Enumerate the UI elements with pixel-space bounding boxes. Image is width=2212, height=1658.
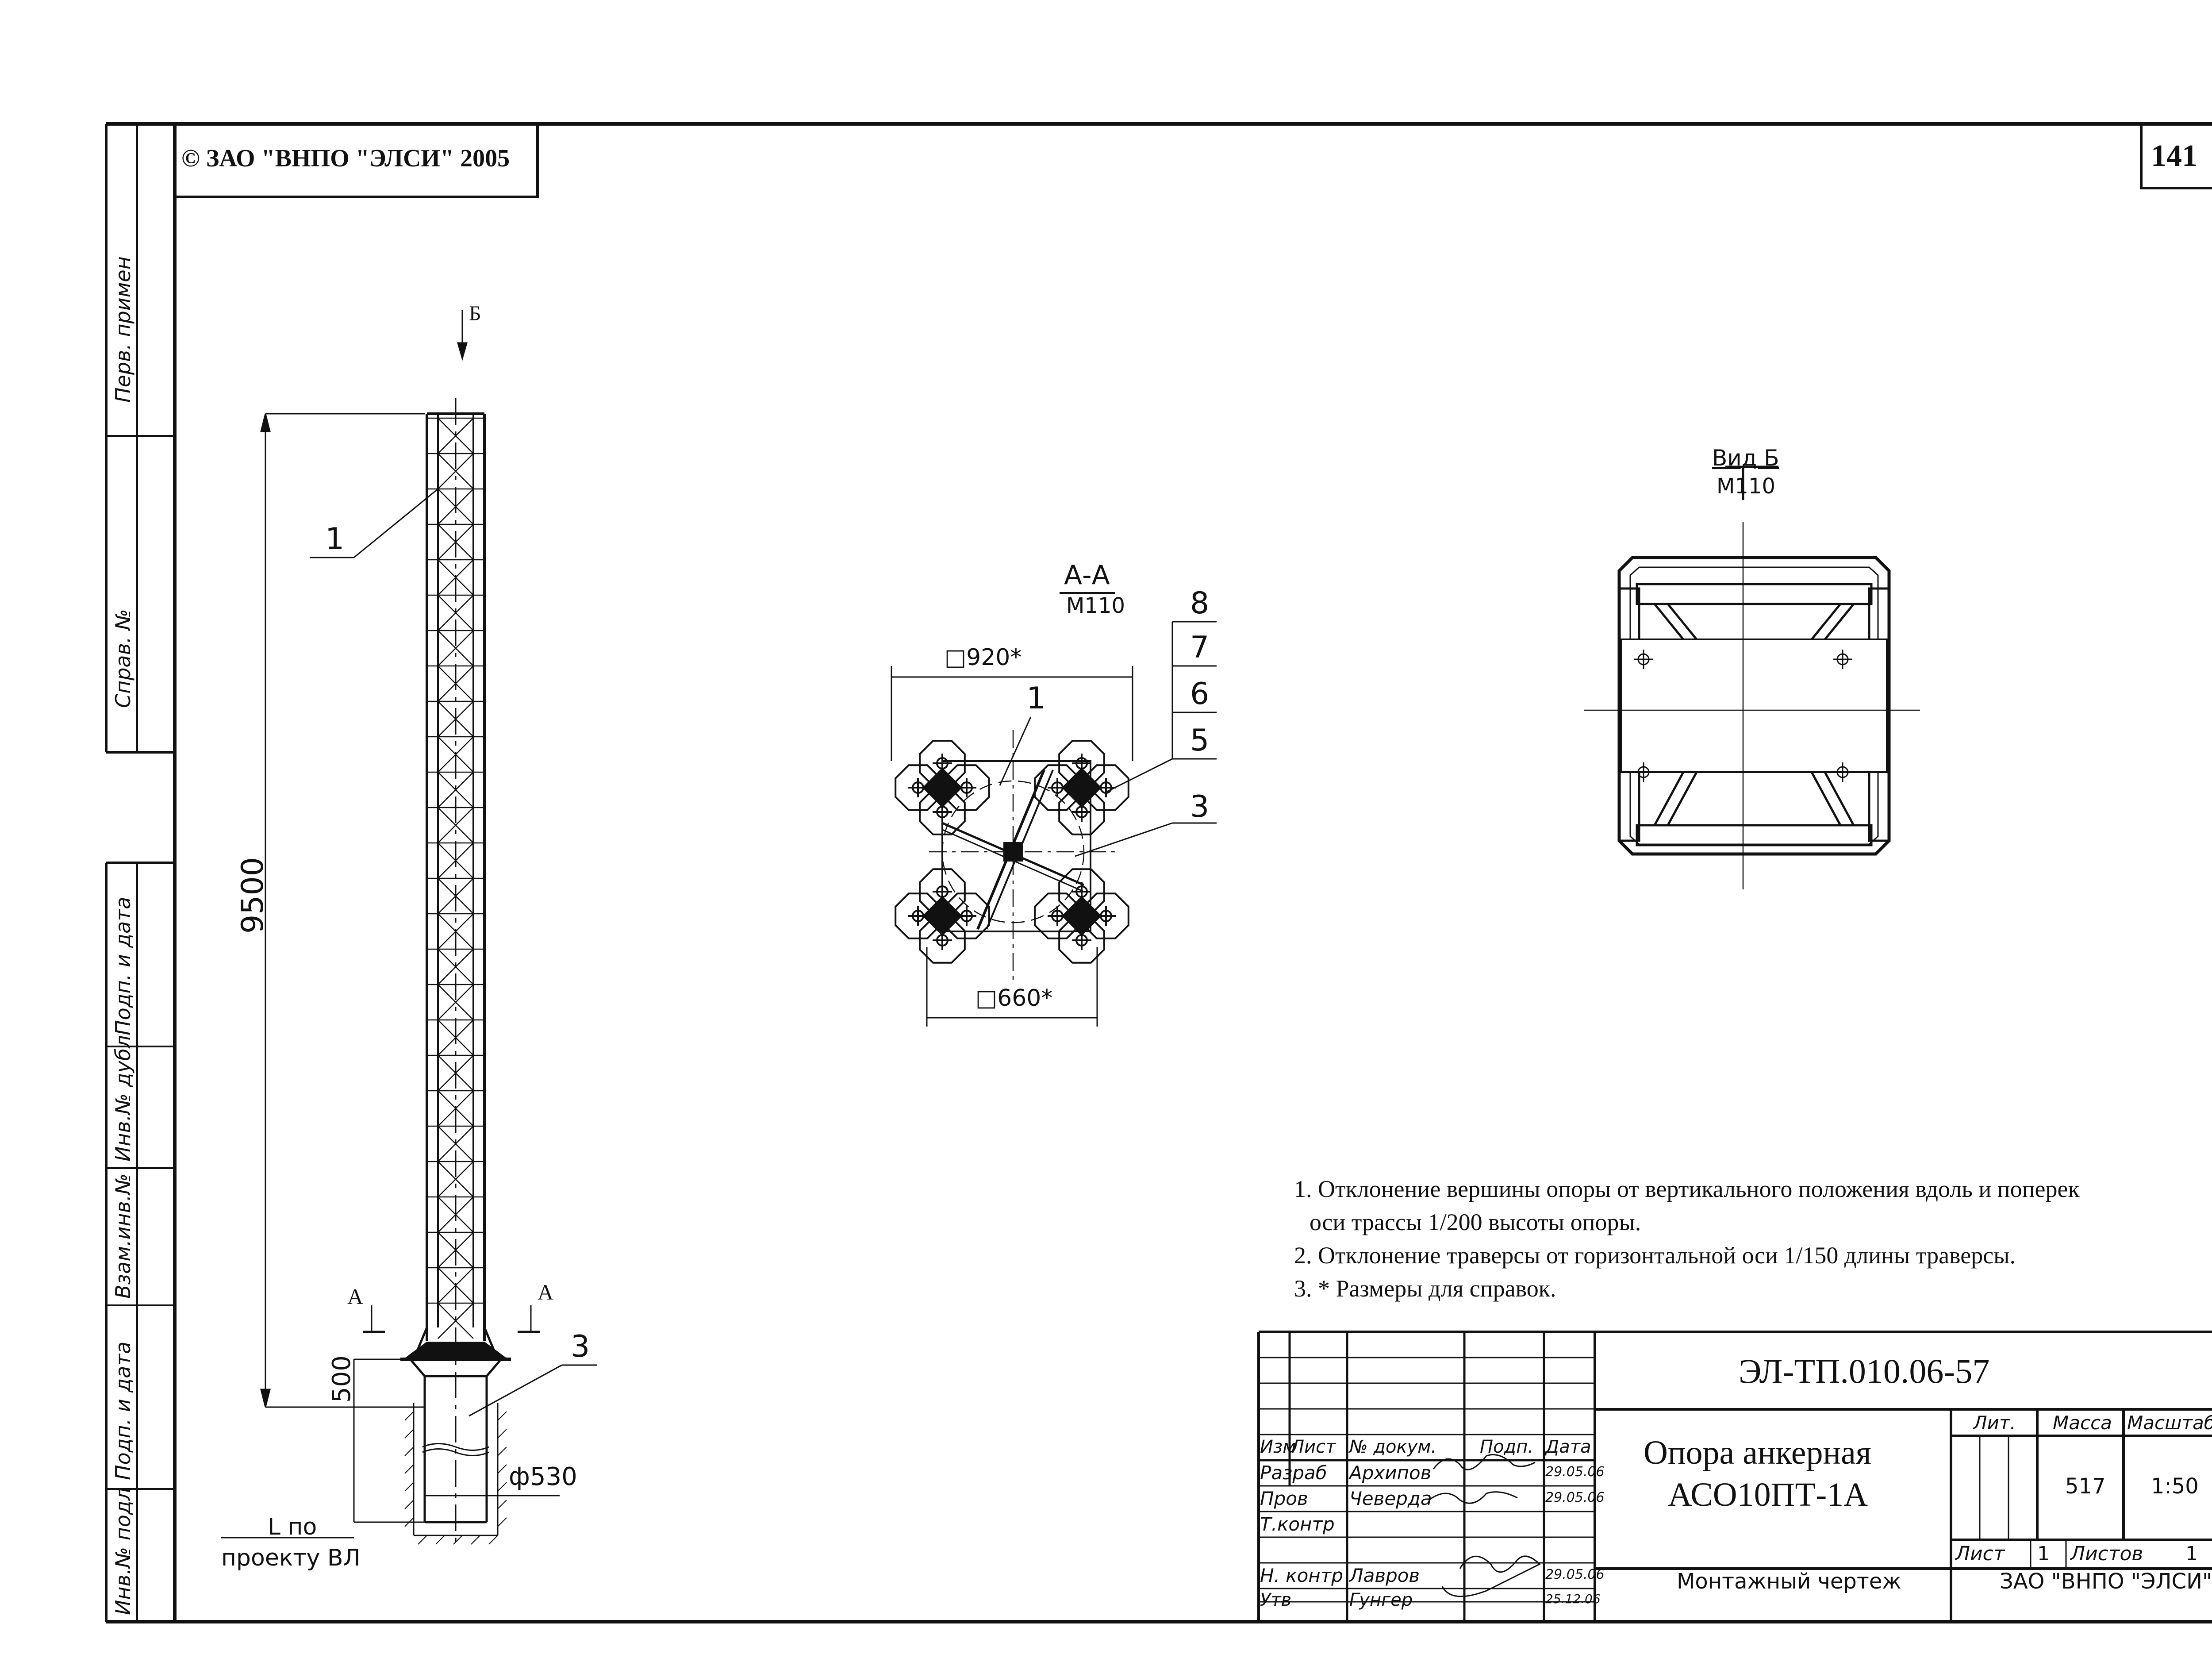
name-prov: Чеверда	[1349, 1488, 1432, 1509]
name-razrab: Архипов	[1349, 1462, 1432, 1484]
name-utv: Гунгер	[1349, 1590, 1413, 1610]
section-aa-callout-6: 6	[1190, 677, 1210, 712]
role-tkontr: Т.контр	[1260, 1513, 1335, 1535]
note-3: 3. * Размеры для справок.	[1294, 1275, 1556, 1302]
mass-value: 517	[2065, 1474, 2106, 1499]
section-aa-callout-1: 1	[1026, 681, 1046, 716]
title-line-2: АСО10ПТ-1А	[1668, 1476, 1868, 1513]
date-razrab: 29.05.06	[1545, 1464, 1605, 1480]
company: ЗАО "ВНПО "ЭЛСИ"	[2000, 1569, 2212, 1594]
head-doc: № докум.	[1349, 1437, 1437, 1457]
page-number: 141	[2151, 139, 2197, 173]
depth-label-1: L по	[268, 1514, 317, 1540]
sheets-value: 1	[2185, 1543, 2198, 1565]
section-aa-scale: М110	[1066, 593, 1125, 618]
date-nkontr: 29.05.06	[1545, 1567, 1605, 1582]
sheet-label: Лист	[1955, 1543, 2005, 1565]
embed-dimension: 500	[327, 1355, 356, 1403]
date-prov: 29.05.06	[1545, 1490, 1605, 1505]
stamp-podp-data-1: Подп. и дата	[111, 896, 135, 1035]
view-b-title: Вид Б	[1712, 445, 1779, 471]
role-utv: Утв	[1260, 1590, 1292, 1610]
callout-1: 1	[325, 522, 345, 557]
role-nkontr: Н. контр	[1260, 1565, 1343, 1586]
sheets-label: Листов	[2070, 1543, 2143, 1565]
role-razrab: Разраб	[1260, 1462, 1327, 1484]
section-aa-callout-5: 5	[1190, 723, 1210, 758]
stamp-inv-dubl: Инв.№ дубл	[111, 1035, 135, 1162]
date-utv: 25.12.06	[1545, 1592, 1601, 1606]
section-aa-dim-660: □660*	[975, 985, 1053, 1012]
doc-number: ЭЛ-ТП.010.06-57	[1739, 1352, 1990, 1390]
name-nkontr: Лавров	[1349, 1565, 1420, 1586]
section-aa-callout-7: 7	[1190, 630, 1210, 665]
head-izm: Изм	[1260, 1437, 1296, 1457]
note-2: 2. Отклонение траверсы от горизонтальной…	[1294, 1242, 2016, 1269]
head-date: Дата	[1545, 1437, 1591, 1457]
sheet-value: 1	[2037, 1543, 2050, 1565]
callout-3: 3	[571, 1329, 590, 1364]
section-marker-right: А	[538, 1280, 554, 1304]
role-prov: Пров	[1260, 1488, 1308, 1509]
note-1-cont: оси трассы 1/200 высоты опоры.	[1310, 1209, 1641, 1235]
diameter-label: ф530	[509, 1462, 577, 1491]
note-1: 1. Отклонение вершины опоры от вертикаль…	[1294, 1176, 2080, 1202]
scale-label: Масштаб	[2127, 1412, 2212, 1434]
stamp-inv-podl: Инв.№ подл	[111, 1487, 135, 1615]
height-dimension: 9500	[235, 857, 270, 934]
title-line-1: Опора анкерная	[1644, 1434, 1871, 1471]
stamp-vzam-inv: Взам.инв.№	[111, 1173, 135, 1299]
drawing-type: Монтажный чертеж	[1677, 1569, 1901, 1594]
section-aa-dim-920: □920*	[945, 644, 1022, 671]
section-marker-left: А	[347, 1284, 364, 1309]
head-sign: Подп.	[1480, 1437, 1534, 1457]
scale-value: 1:50	[2151, 1474, 2199, 1499]
copyright: © ЗАО "ВНПО "ЭЛСИ" 2005	[181, 145, 510, 172]
section-aa-callout-3: 3	[1190, 789, 1210, 824]
depth-label-2: проекту ВЛ	[221, 1545, 361, 1571]
section-aa-callout-8: 8	[1190, 586, 1210, 621]
view-b-scale: М110	[1717, 474, 1776, 499]
stamp-sprav-no: Справ. №	[111, 609, 135, 708]
section-aa-title: А-А	[1064, 560, 1110, 591]
lit-label: Лит.	[1973, 1412, 2016, 1434]
stamp-perv-primen: Перв. примен	[111, 256, 135, 403]
mass-label: Масса	[2053, 1412, 2112, 1434]
head-list: Лист	[1291, 1437, 1336, 1457]
view-b-marker: Б	[469, 302, 481, 325]
stamp-podp-data-2: Подп. и дата	[111, 1341, 135, 1480]
